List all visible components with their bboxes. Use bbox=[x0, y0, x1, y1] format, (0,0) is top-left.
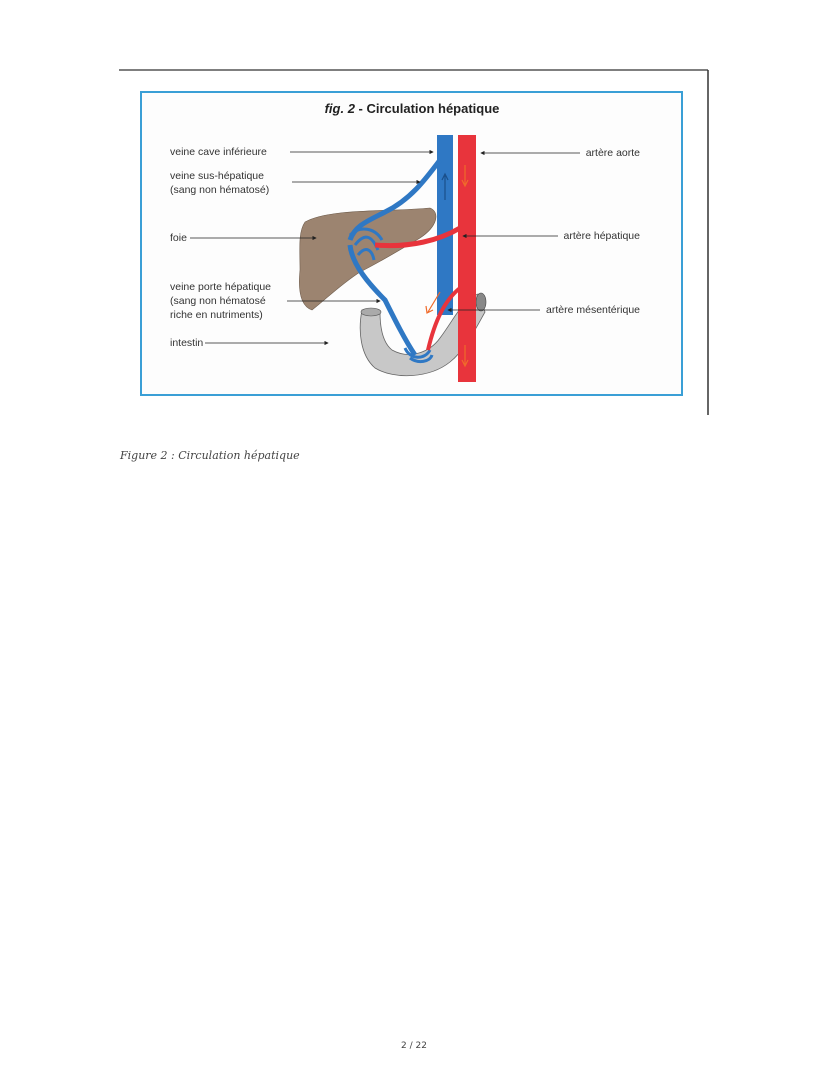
mesenteric-artery bbox=[426, 286, 462, 351]
intestine-vein-network bbox=[403, 347, 434, 364]
label-intestin: intestin bbox=[170, 337, 203, 349]
label-veine-cave: veine cave inférieure bbox=[170, 146, 267, 158]
label-artere-hepatique: artère hépatique bbox=[564, 230, 641, 242]
label-veine-porte-note1: (sang non hématosé bbox=[170, 295, 266, 307]
portal-vein bbox=[347, 244, 418, 357]
page-number: 2 / 22 bbox=[401, 1041, 427, 1051]
aorta-flow-arrow bbox=[461, 165, 469, 368]
vena-cava-flow-arrow bbox=[441, 172, 449, 200]
label-veine-porte-note2: riche en nutriments) bbox=[170, 309, 263, 321]
hepatic-artery bbox=[374, 225, 462, 249]
intestine-shape bbox=[359, 293, 486, 377]
aorta bbox=[458, 135, 476, 382]
label-veine-sus-hepatique-note: (sang non hématosé) bbox=[170, 184, 269, 196]
left-labels: veine cave inférieure veine sus-hépatiqu… bbox=[170, 146, 434, 349]
vena-cava bbox=[437, 135, 453, 315]
figure-caption: Figure 2 : Circulation hépatique bbox=[120, 449, 300, 462]
label-artere-mesenterique: artère mésentérique bbox=[546, 304, 640, 316]
label-artere-aorte: artère aorte bbox=[586, 147, 640, 159]
intestine-end-left bbox=[360, 307, 382, 317]
right-labels: artère aorte artère hépatique artère més… bbox=[447, 147, 641, 316]
label-veine-porte: veine porte hépatique bbox=[170, 281, 271, 293]
figure-title: fig. 2 - Circulation hépatique bbox=[325, 101, 500, 116]
intestine-end-right bbox=[475, 292, 487, 312]
label-foie: foie bbox=[170, 232, 187, 244]
label-veine-sus-hepatique: veine sus-hépatique bbox=[170, 170, 264, 182]
liver-shape bbox=[299, 207, 437, 311]
mesenteric-artery-flow bbox=[425, 291, 441, 314]
hepatic-circulation-figure: fig. 2 - Circulation hépatique veine cav… bbox=[119, 69, 709, 415]
